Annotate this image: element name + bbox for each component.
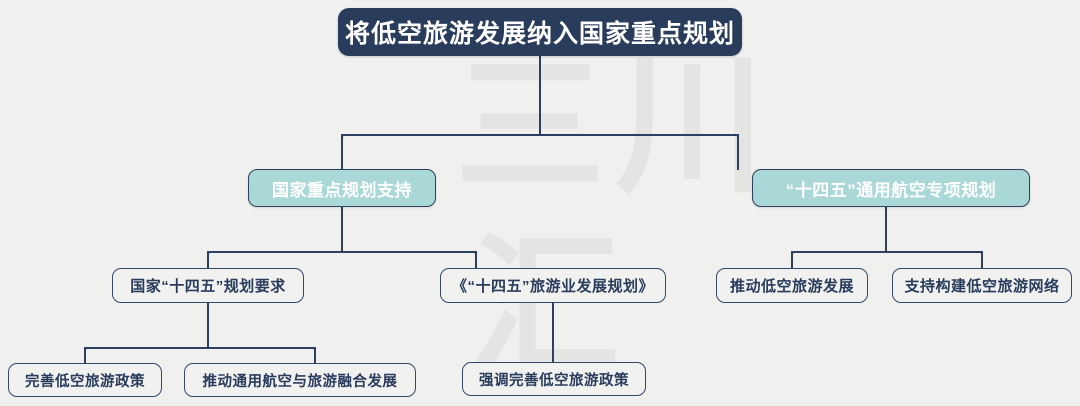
connector-root-branch bbox=[341, 134, 739, 144]
watermark-text-bottom: 汇 bbox=[470, 220, 621, 394]
node-l3-improve-policy[interactable]: 完善低空旅游政策 bbox=[8, 363, 162, 397]
node-l1-14th-five-year-aviation-plan[interactable]: “十四五”通用航空专项规划 bbox=[752, 169, 1030, 207]
node-l2-support-tourism-network[interactable]: 支持构建低空旅游网络 bbox=[892, 268, 1072, 303]
connector-l2left-branch bbox=[84, 347, 316, 357]
node-root[interactable]: 将低空旅游发展纳入国家重点规划 bbox=[338, 8, 742, 56]
node-l2-national-plan-requirements[interactable]: 国家“十四五”规划要求 bbox=[112, 268, 304, 303]
node-l1-national-plan-support[interactable]: 国家重点规划支持 bbox=[248, 169, 436, 207]
connector-l1left-branch bbox=[207, 251, 477, 261]
node-l2-promote-low-altitude-tourism[interactable]: 推动低空旅游发展 bbox=[716, 268, 868, 303]
node-l3-emphasize-improve-policy[interactable]: 强调完善低空旅游政策 bbox=[462, 362, 646, 396]
node-l3-promote-aviation-tourism-integration[interactable]: 推动通用航空与旅游融合发展 bbox=[184, 363, 416, 397]
node-l2-tourism-development-plan[interactable]: 《“十四五”旅游业发展规划》 bbox=[440, 268, 666, 303]
connector-l1right-branch bbox=[791, 251, 983, 261]
watermark-text-top: 三川 bbox=[455, 40, 776, 214]
